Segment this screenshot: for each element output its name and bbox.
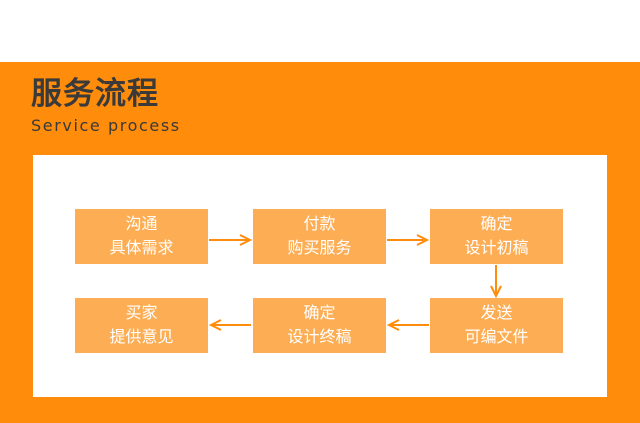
section-title: 服务流程 (31, 76, 159, 112)
arrow-right-icon (387, 234, 430, 246)
step-communicate: 沟通具体需求 (75, 209, 208, 264)
step-final-draft: 确定设计终稿 (253, 298, 386, 353)
step-first-draft: 确定设计初稿 (430, 209, 563, 264)
step-desc: 设计终稿 (287, 327, 352, 346)
arrow-right-icon (209, 234, 253, 246)
step-title: 确定 (480, 214, 513, 233)
step-desc: 设计初稿 (464, 238, 529, 257)
step-title: 付款 (303, 214, 336, 233)
section-subtitle: Service process (31, 116, 181, 135)
arrow-left-icon (208, 319, 251, 331)
step-desc: 可编文件 (464, 327, 529, 346)
step-desc: 购买服务 (287, 238, 352, 257)
arrow-left-icon (386, 319, 429, 331)
step-desc: 具体需求 (109, 238, 174, 257)
step-payment: 付款购买服务 (253, 209, 386, 264)
step-title: 沟通 (125, 214, 158, 233)
step-title: 买家 (125, 303, 158, 322)
step-title: 发送 (480, 303, 513, 322)
arrow-down-icon (490, 265, 502, 299)
step-send-files: 发送可编文件 (430, 298, 563, 353)
step-title: 确定 (303, 303, 336, 322)
step-feedback: 买家提供意见 (75, 298, 208, 353)
process-panel (33, 155, 607, 397)
step-desc: 提供意见 (109, 327, 174, 346)
